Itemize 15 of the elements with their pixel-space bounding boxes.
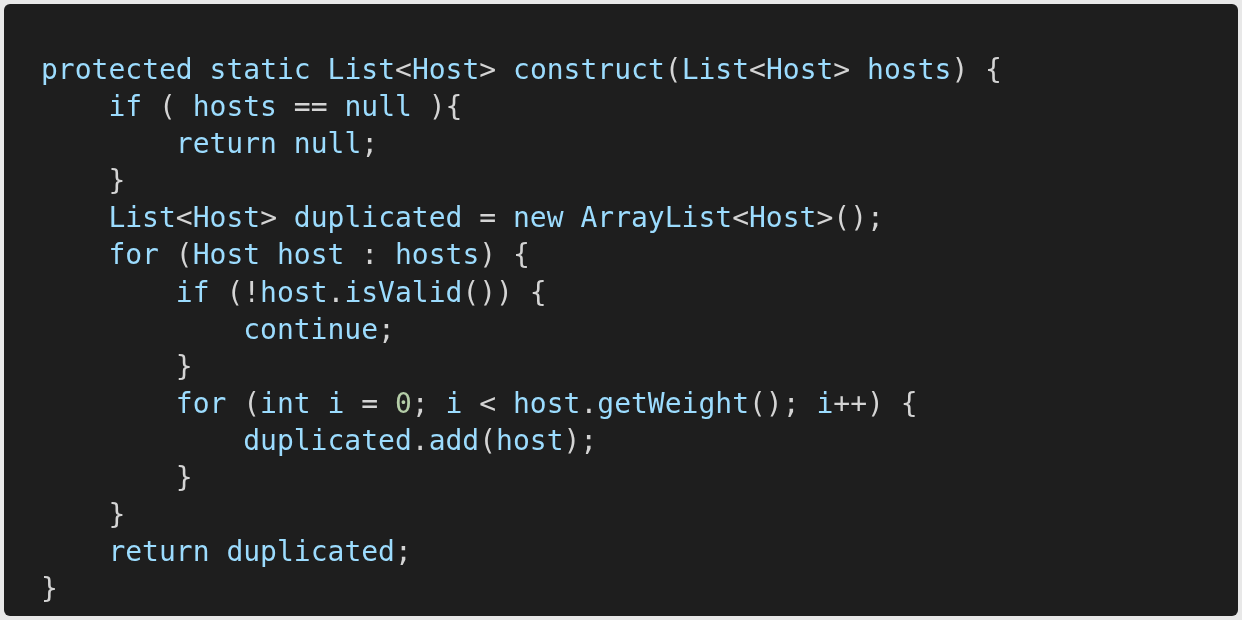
code-line: protected static List<Host> construct(List<Host> hosts) { [41, 52, 1002, 88]
code-line: continue; [243, 311, 395, 348]
code-line: for (Host host : hosts) { [108, 237, 530, 274]
code-line: } [41, 571, 58, 608]
code-line: return duplicated; [108, 534, 412, 571]
code-line: List<Host> duplicated = new ArrayList<Host>(); [108, 200, 884, 237]
code-line: return null; [175, 126, 379, 163]
code-line: } [175, 348, 193, 385]
code-line: } [175, 460, 193, 497]
code-line: } [108, 163, 126, 200]
code-line: if ( hosts == null ){ [108, 89, 463, 126]
code-line: for (int i = 0; i < host.getWeight(); i++) { [175, 385, 918, 422]
code-line: } [108, 497, 126, 534]
code-line: duplicated.add(host); [243, 422, 598, 459]
code-line: if (!host.isValid()) { [175, 274, 547, 311]
